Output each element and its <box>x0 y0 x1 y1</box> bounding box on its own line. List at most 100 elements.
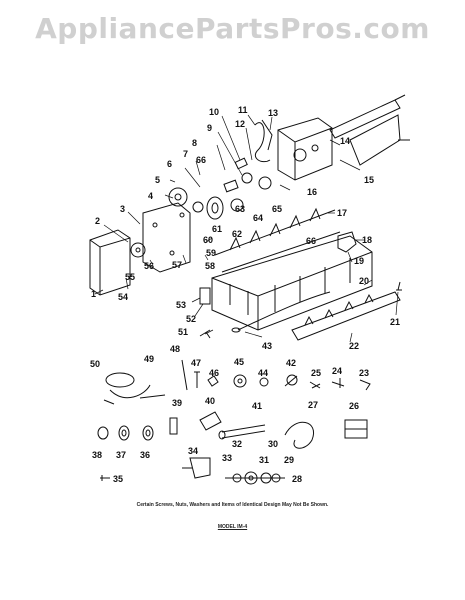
callout-29: 29 <box>284 455 294 465</box>
callout-49: 49 <box>144 354 154 364</box>
part-22-stripper <box>291 291 401 341</box>
parts-28-33-drawing <box>225 471 285 485</box>
part-41-30-drawing <box>218 424 266 440</box>
callout-58: 58 <box>205 261 215 271</box>
footnote: Certain Screws, Nuts, Washers and Items … <box>136 502 329 508</box>
part-44-drawing <box>259 377 269 387</box>
callout-17: 17 <box>337 208 347 218</box>
callout-18: 18 <box>362 235 372 245</box>
part-48-drawing <box>181 359 188 391</box>
callout-8: 8 <box>192 138 197 148</box>
callout-59: 59 <box>206 248 216 258</box>
callout-32: 32 <box>232 439 242 449</box>
callout-7: 7 <box>183 149 188 159</box>
part-50-49-drawing <box>103 372 166 405</box>
callout-14: 14 <box>340 136 350 146</box>
callout-47: 47 <box>191 358 201 368</box>
callout-61: 61 <box>212 224 222 234</box>
part-38-drawing <box>97 426 109 440</box>
callout-24: 24 <box>332 366 342 376</box>
part-25-drawing <box>309 381 321 389</box>
callout-5: 5 <box>155 175 160 185</box>
callout-33: 33 <box>222 453 232 463</box>
part-45-drawing <box>233 374 247 388</box>
callout-16: 16 <box>307 187 317 197</box>
callout-38: 38 <box>92 450 102 460</box>
part-34-drawing <box>182 457 211 479</box>
callout-10: 10 <box>209 107 219 117</box>
part-26-drawing <box>344 419 368 439</box>
callout-53: 53 <box>176 300 186 310</box>
part-40-drawing <box>199 411 222 431</box>
callout-65: 65 <box>272 204 282 214</box>
part-43-heater <box>231 291 331 333</box>
callout-42: 42 <box>286 358 296 368</box>
callout-9: 9 <box>207 123 212 133</box>
part-42-drawing <box>284 374 298 387</box>
part-1-54-cover <box>89 229 131 296</box>
callout-54: 54 <box>118 292 128 302</box>
callout-51: 51 <box>178 327 188 337</box>
part-56-plate <box>142 202 191 273</box>
callout-4: 4 <box>148 191 153 201</box>
callout-2: 2 <box>95 216 100 226</box>
callout-37: 37 <box>116 450 126 460</box>
callout-20: 20 <box>359 276 369 286</box>
callout-50: 50 <box>90 359 100 369</box>
callout-23: 23 <box>359 368 369 378</box>
part-21-drawing <box>396 281 402 291</box>
callout-35: 35 <box>113 474 123 484</box>
callout-45: 45 <box>234 357 244 367</box>
part-39-drawing <box>169 417 178 435</box>
callout-39: 39 <box>172 398 182 408</box>
part-35-drawing <box>100 475 110 481</box>
callout-66-right: 66 <box>306 236 316 246</box>
part-20-mold <box>211 231 373 331</box>
callout-19: 19 <box>354 256 364 266</box>
part-14-drawing <box>277 117 333 181</box>
part-55-drawing <box>130 242 146 258</box>
callout-27: 27 <box>308 400 318 410</box>
callout-43: 43 <box>262 341 272 351</box>
callout-62: 62 <box>232 229 242 239</box>
callout-36: 36 <box>140 450 150 460</box>
part-23-drawing <box>359 379 371 391</box>
callout-52: 52 <box>186 314 196 324</box>
callout-numbers: 1 2 3 4 5 6 7 8 9 10 11 12 13 14 15 16 1… <box>90 105 400 484</box>
callout-44: 44 <box>258 368 268 378</box>
callout-31: 31 <box>259 455 269 465</box>
part-11-13-drawing <box>254 119 273 163</box>
part-36-drawing <box>142 425 154 441</box>
callout-46: 46 <box>209 368 219 378</box>
part-15-drawing <box>329 94 410 166</box>
part-37-drawing <box>118 425 130 441</box>
callout-60: 60 <box>203 235 213 245</box>
part-27-drawing <box>284 421 315 449</box>
callout-40: 40 <box>205 396 215 406</box>
callout-55: 55 <box>125 272 135 282</box>
callout-15: 15 <box>364 175 374 185</box>
callout-28: 28 <box>292 474 302 484</box>
callout-11: 11 <box>238 105 248 115</box>
callout-6: 6 <box>167 159 172 169</box>
callout-57: 57 <box>172 260 182 270</box>
callout-25: 25 <box>311 368 321 378</box>
parts-4-7-gears <box>168 187 204 213</box>
callout-21: 21 <box>390 317 400 327</box>
callout-66-top: 66 <box>196 155 206 165</box>
callout-48: 48 <box>170 344 180 354</box>
callout-3: 3 <box>120 204 125 214</box>
watermark: AppliancePartsPros.com <box>35 12 430 45</box>
callout-63: 63 <box>235 204 245 214</box>
callout-13: 13 <box>268 108 278 118</box>
callout-22: 22 <box>349 341 359 351</box>
small-parts-8-9-63-65 <box>223 157 272 193</box>
part-47-drawing <box>194 371 200 388</box>
model-label: MODEL IM-4 <box>217 524 248 530</box>
part-46-drawing <box>207 375 219 387</box>
part-17-ejector <box>214 207 336 256</box>
callout-30: 30 <box>268 439 278 449</box>
leader-lines <box>94 114 399 343</box>
callout-64: 64 <box>253 213 263 223</box>
